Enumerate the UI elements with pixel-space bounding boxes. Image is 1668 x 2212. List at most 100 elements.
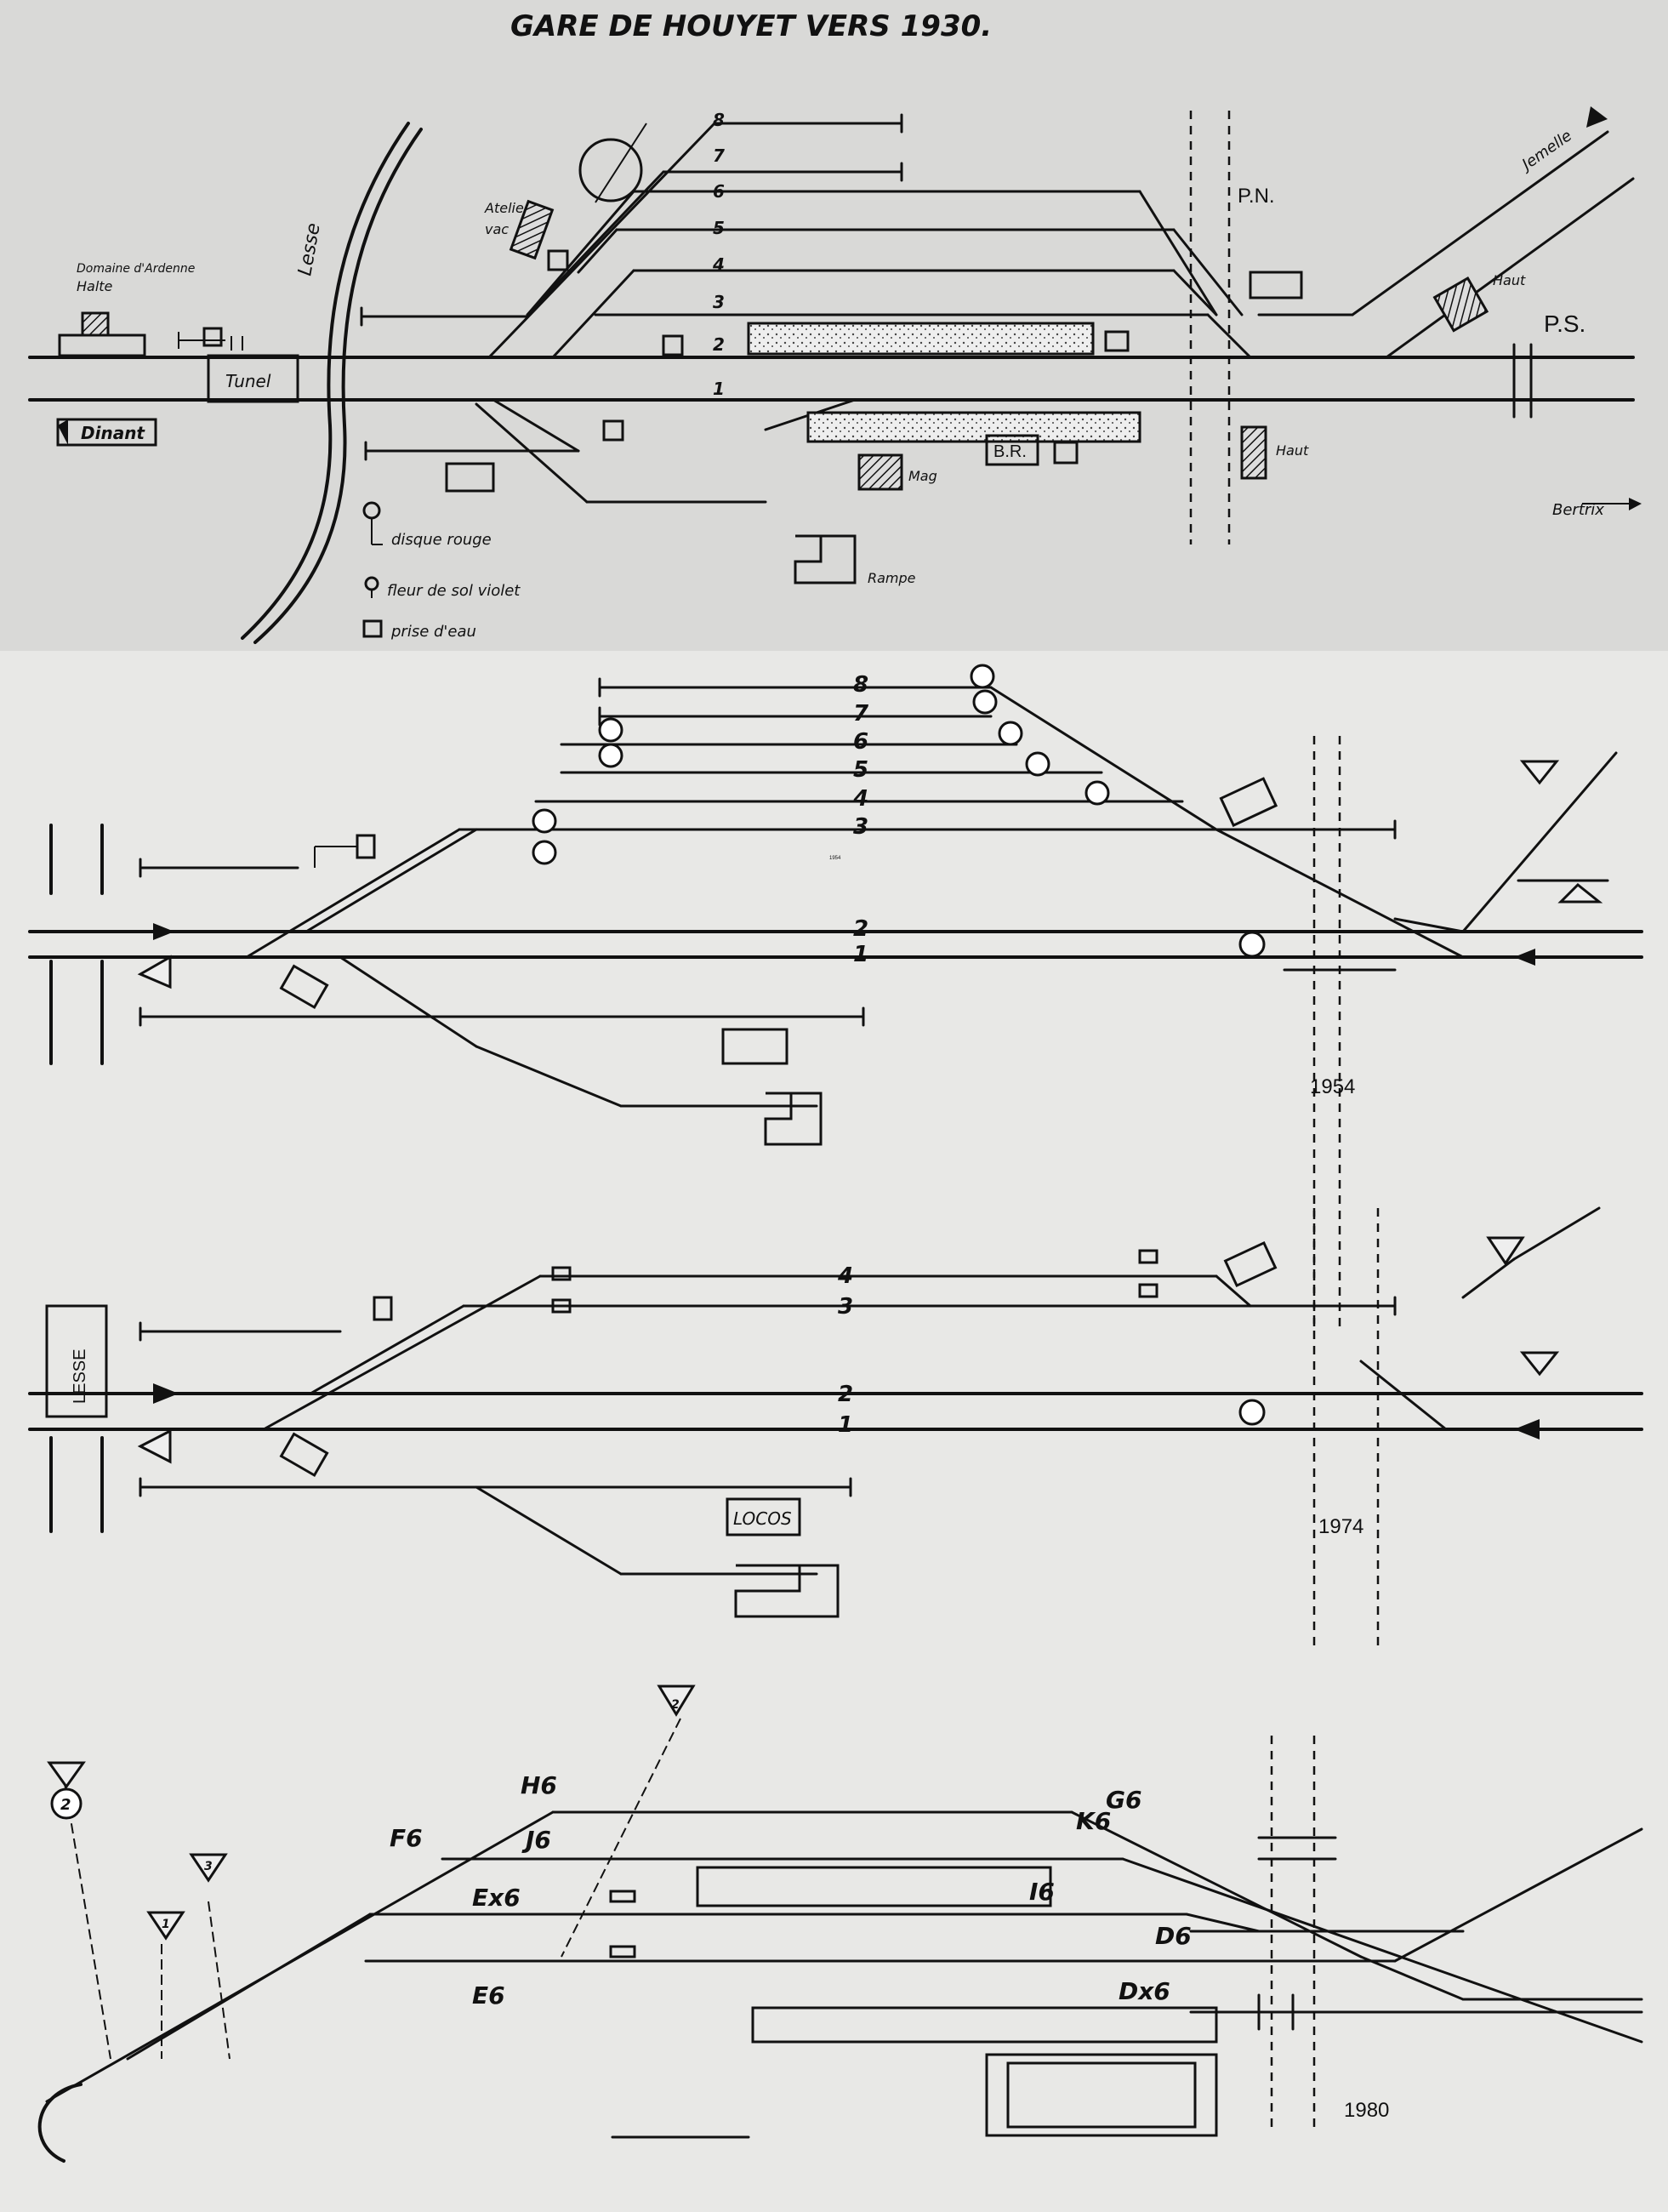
signal-triangle-icon [1519,1351,1560,1377]
signal-disc-icon [50,1787,83,1820]
building-mag [857,453,903,491]
building-br [985,434,1039,466]
track-fan-1930 [360,113,1252,359]
pn-box [1249,271,1303,299]
cabin-icon [1219,777,1278,828]
rampe-building [794,534,857,584]
legend-1930: disque rouge fleur de sol violet prise d… [362,501,521,641]
year-1974: 1974 [1318,1515,1363,1538]
label-dinant: Dinant [81,423,145,443]
tunnel-box [207,354,299,403]
legend-fleur: fleur de sol violet [387,582,521,600]
platform-1930-lower [806,411,1141,443]
svg-text:1: 1 [713,379,725,399]
svg-text:E6: E6 [472,1981,505,2010]
small-note-1954: 1954 [829,856,841,861]
cabin-icon [279,1432,329,1478]
year-1954: 1954 [1310,1075,1355,1098]
rampe-1954 [764,1092,823,1146]
year-1980: 1980 [1344,2099,1389,2122]
building-haut-upper [1432,276,1489,333]
label-vac: vac [485,221,509,237]
disc-signals-1954 [532,664,1266,958]
signal-triangle-icon [1519,760,1560,785]
svg-text:2: 2 [838,1382,853,1407]
svg-text:Ex6: Ex6 [472,1884,521,1912]
track-numbers-1930: 8 7 6 5 4 3 2 1 [712,110,725,399]
svg-text:5: 5 [853,757,868,783]
signal-halte-icon [178,327,243,351]
svg-text:2: 2 [713,334,725,355]
label-domaine: Domaine d'Ardenne [77,262,195,276]
legend-prise: prise d'eau [390,623,476,641]
water-point-icon [547,249,569,271]
cabin-icon [279,964,329,1010]
halte-building [81,311,110,337]
svg-text:I6: I6 [1029,1878,1055,1906]
river-lesse-right [253,128,423,644]
svg-text:6: 6 [713,181,725,202]
label-atelier: Atelier [484,200,531,216]
platform-1980-lower [751,2006,1218,2044]
signal-triangle-icon [47,1761,86,1789]
signal-triangle-icon [137,955,172,989]
svg-text:3: 3 [838,1294,853,1320]
building-1954 [721,1028,788,1065]
small-box [445,462,495,493]
label-tunnel: Tunel [225,371,271,391]
water-point-icon [1104,330,1130,352]
locos-building [726,1497,801,1536]
loop-track [37,2083,83,2163]
svg-text:5: 5 [713,218,725,238]
atelier-building [509,199,555,260]
small-signals-1974 [551,1249,1266,1426]
signal-triangle-icon [1486,1236,1525,1266]
label-locos: LOCOS [733,1508,792,1529]
svg-text:7: 7 [713,145,725,166]
label-halte: Halte [77,278,113,294]
signal-labels-1980: H6 J6 F6 G6 K6 I6 Ex6 E6 D6 Dx6 [390,1771,1192,2010]
arrow-left-icon [1514,949,1535,966]
arrow-right-icon [153,923,174,940]
title-1930: GARE DE HOUYET VERS 1930. [510,9,992,43]
signal-triangle-icon [146,1911,185,1941]
label-br: B.R. [993,442,1027,461]
small-building [1053,441,1079,465]
svg-text:2: 2 [60,1796,71,1814]
svg-text:2: 2 [671,1698,680,1712]
platform-1980-upper [696,1866,1052,1907]
svg-text:3: 3 [204,1860,213,1873]
rampe-1974 [734,1564,840,1618]
svg-text:1: 1 [853,942,868,967]
svg-text:F6: F6 [390,1824,423,1852]
panel-later [0,651,1668,2212]
svg-text:4: 4 [712,254,725,275]
diagram-1954: 2 1 8 7 6 5 4 3 1954 1954 [28,664,1643,1327]
svg-text:G6: G6 [1106,1786,1141,1814]
bertrix-arrow-icon [1629,498,1642,510]
diagram-1980: 2 3 1 2 H6 J6 F6 G6 K6 I6 Ex6 E6 D6 Dx6 … [37,1685,1643,2163]
legend-disque: disque rouge [391,531,492,549]
svg-text:1: 1 [838,1412,853,1438]
svg-text:K6: K6 [1076,1807,1111,1835]
label-haut-lower: Haut [1276,442,1309,459]
jemelle-arrow-icon [1586,106,1608,128]
label-rampe: Rampe [868,570,916,586]
svg-text:D6: D6 [1155,1922,1192,1950]
svg-text:J6: J6 [521,1826,551,1854]
svg-text:8: 8 [853,672,868,698]
water-point-icon [602,419,624,442]
dinant-arrow-box [56,418,157,447]
svg-text:3: 3 [853,814,868,840]
label-bertrix: Bertrix [1552,501,1604,519]
svg-text:H6: H6 [521,1771,557,1799]
turntable [578,138,643,202]
label-haut-upper: Haut [1493,272,1526,288]
building-1980 [985,2053,1218,2137]
label-lesse-1974: LESSE [71,1349,89,1404]
signal-triangle-icon [1557,882,1603,904]
small-signal-icon [609,1945,636,1958]
svg-text:1: 1 [162,1918,170,1931]
svg-text:8: 8 [713,110,725,130]
small-signal-icon [609,1890,636,1903]
